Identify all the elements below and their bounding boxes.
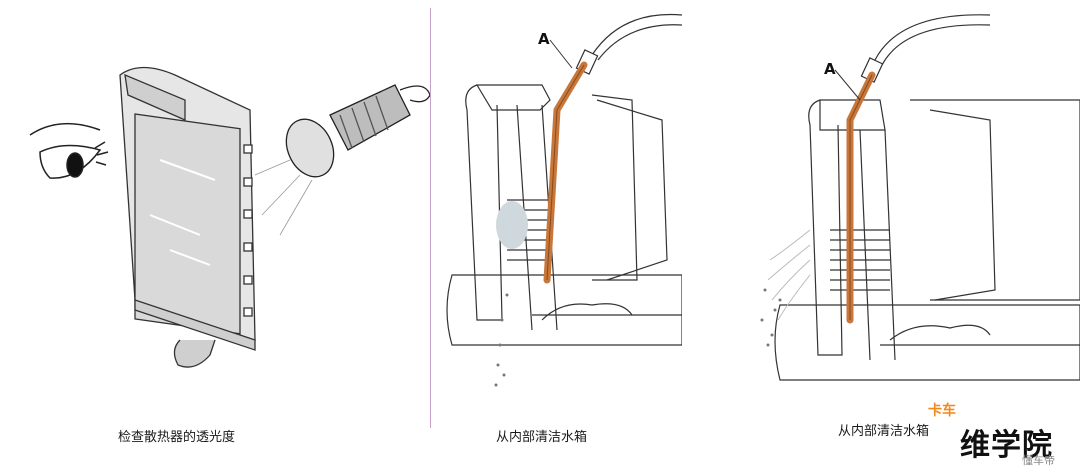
cleaning-hose	[543, 61, 588, 284]
cleaning-tank-illustration-2: A	[760, 14, 1080, 381]
cleaning-tank-illustration-1: A	[446, 13, 682, 387]
water-spray	[494, 201, 528, 387]
flashlight-icon	[254, 84, 430, 236]
panel-divider	[430, 8, 431, 428]
label-a-2: A	[824, 60, 836, 78]
label-a-1: A	[538, 30, 550, 48]
eye-icon	[29, 122, 109, 179]
watermark-tiny: 懂车帝	[1022, 454, 1055, 467]
panel-3-caption: 从内部清洁水箱	[838, 424, 930, 439]
radiator-inspection-illustration	[29, 66, 430, 368]
panel-2-caption: 从内部清洁水箱	[496, 430, 588, 445]
panel-1-caption: 检查散热器的透光度	[118, 430, 236, 445]
watermark-logo: 维学院	[960, 428, 1053, 463]
water-mist	[767, 229, 811, 321]
watermark-small: 卡车	[928, 403, 956, 419]
radiator	[119, 66, 256, 368]
